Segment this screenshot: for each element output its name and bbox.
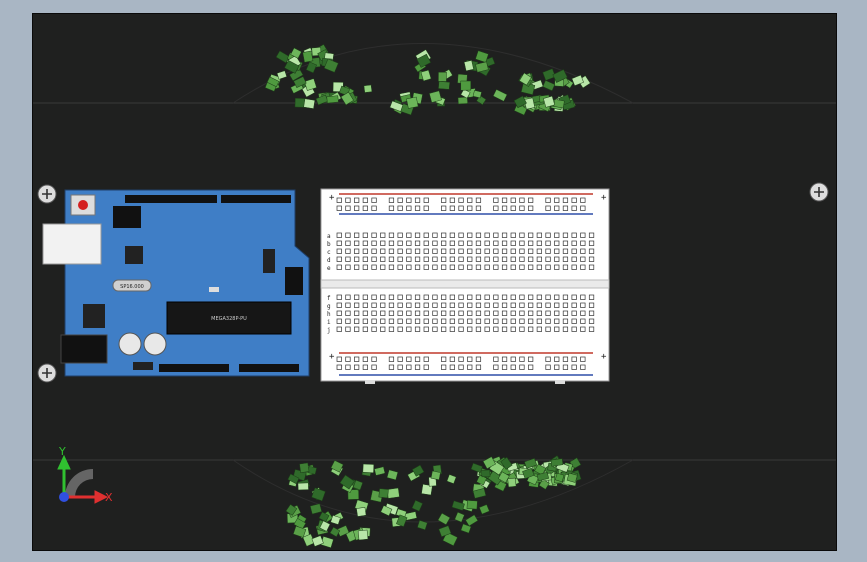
screw-icon: [37, 184, 57, 204]
scene-canvas: SP16.000 MEGA328P-PU: [33, 43, 836, 549]
rail-plus-label: +: [601, 193, 607, 203]
chip-label: MEGA328P-PU: [211, 316, 247, 322]
breadboard[interactable]: + + + + a b c d e f g h i j: [320, 188, 610, 384]
crystal-label: SP16.000: [120, 284, 144, 290]
svg-text:a: a: [327, 233, 331, 240]
center-channel: [320, 279, 610, 289]
cad-viewport[interactable]: SP16.000 MEGA328P-PU: [32, 13, 837, 551]
screw-icon: [809, 182, 829, 202]
rail-plus-label: +: [601, 352, 607, 362]
svg-text:d: d: [327, 257, 331, 264]
crystal: [112, 279, 152, 292]
usb-connector: [42, 223, 102, 265]
header-power: [159, 364, 229, 372]
atmega-chip: [166, 301, 292, 335]
screw-icon: [37, 363, 57, 383]
axis-x-label: X: [105, 491, 113, 504]
rail-plus-label: +: [329, 352, 335, 362]
header-digital-left: [125, 195, 217, 203]
svg-text:j: j: [327, 327, 331, 334]
rail-plus-label: +: [329, 193, 335, 203]
icsp-header-usb: [113, 206, 141, 228]
svg-text:f: f: [327, 295, 331, 302]
arduino-uno-board[interactable]: SP16.000 MEGA328P-PU: [42, 189, 310, 377]
header-digital-right: [221, 195, 291, 203]
svg-text:b: b: [327, 241, 331, 248]
voltage-regulator: [83, 304, 105, 328]
svg-text:e: e: [327, 265, 331, 272]
header-analog: [239, 364, 299, 372]
svg-text:g: g: [327, 303, 331, 310]
svg-text:h: h: [327, 311, 331, 318]
usb-chip: [125, 246, 143, 264]
row-letters-bottom: f g h i j: [327, 295, 331, 334]
svg-text:i: i: [327, 319, 331, 326]
foliage-top: [264, 44, 591, 116]
capacitor: [118, 332, 142, 356]
breadboard-holes: [336, 197, 595, 370]
foliage-bottom: [285, 455, 582, 549]
svg-text:c: c: [327, 249, 331, 256]
row-letters-top: a b c d e: [327, 233, 331, 272]
icsp-header-main: [285, 267, 303, 295]
power-jack: [60, 334, 108, 364]
axis-y-label: Y: [58, 445, 66, 458]
capacitor: [143, 332, 167, 356]
axis-triad-icon: Y X: [57, 445, 113, 504]
reset-button-cap: [78, 200, 88, 210]
